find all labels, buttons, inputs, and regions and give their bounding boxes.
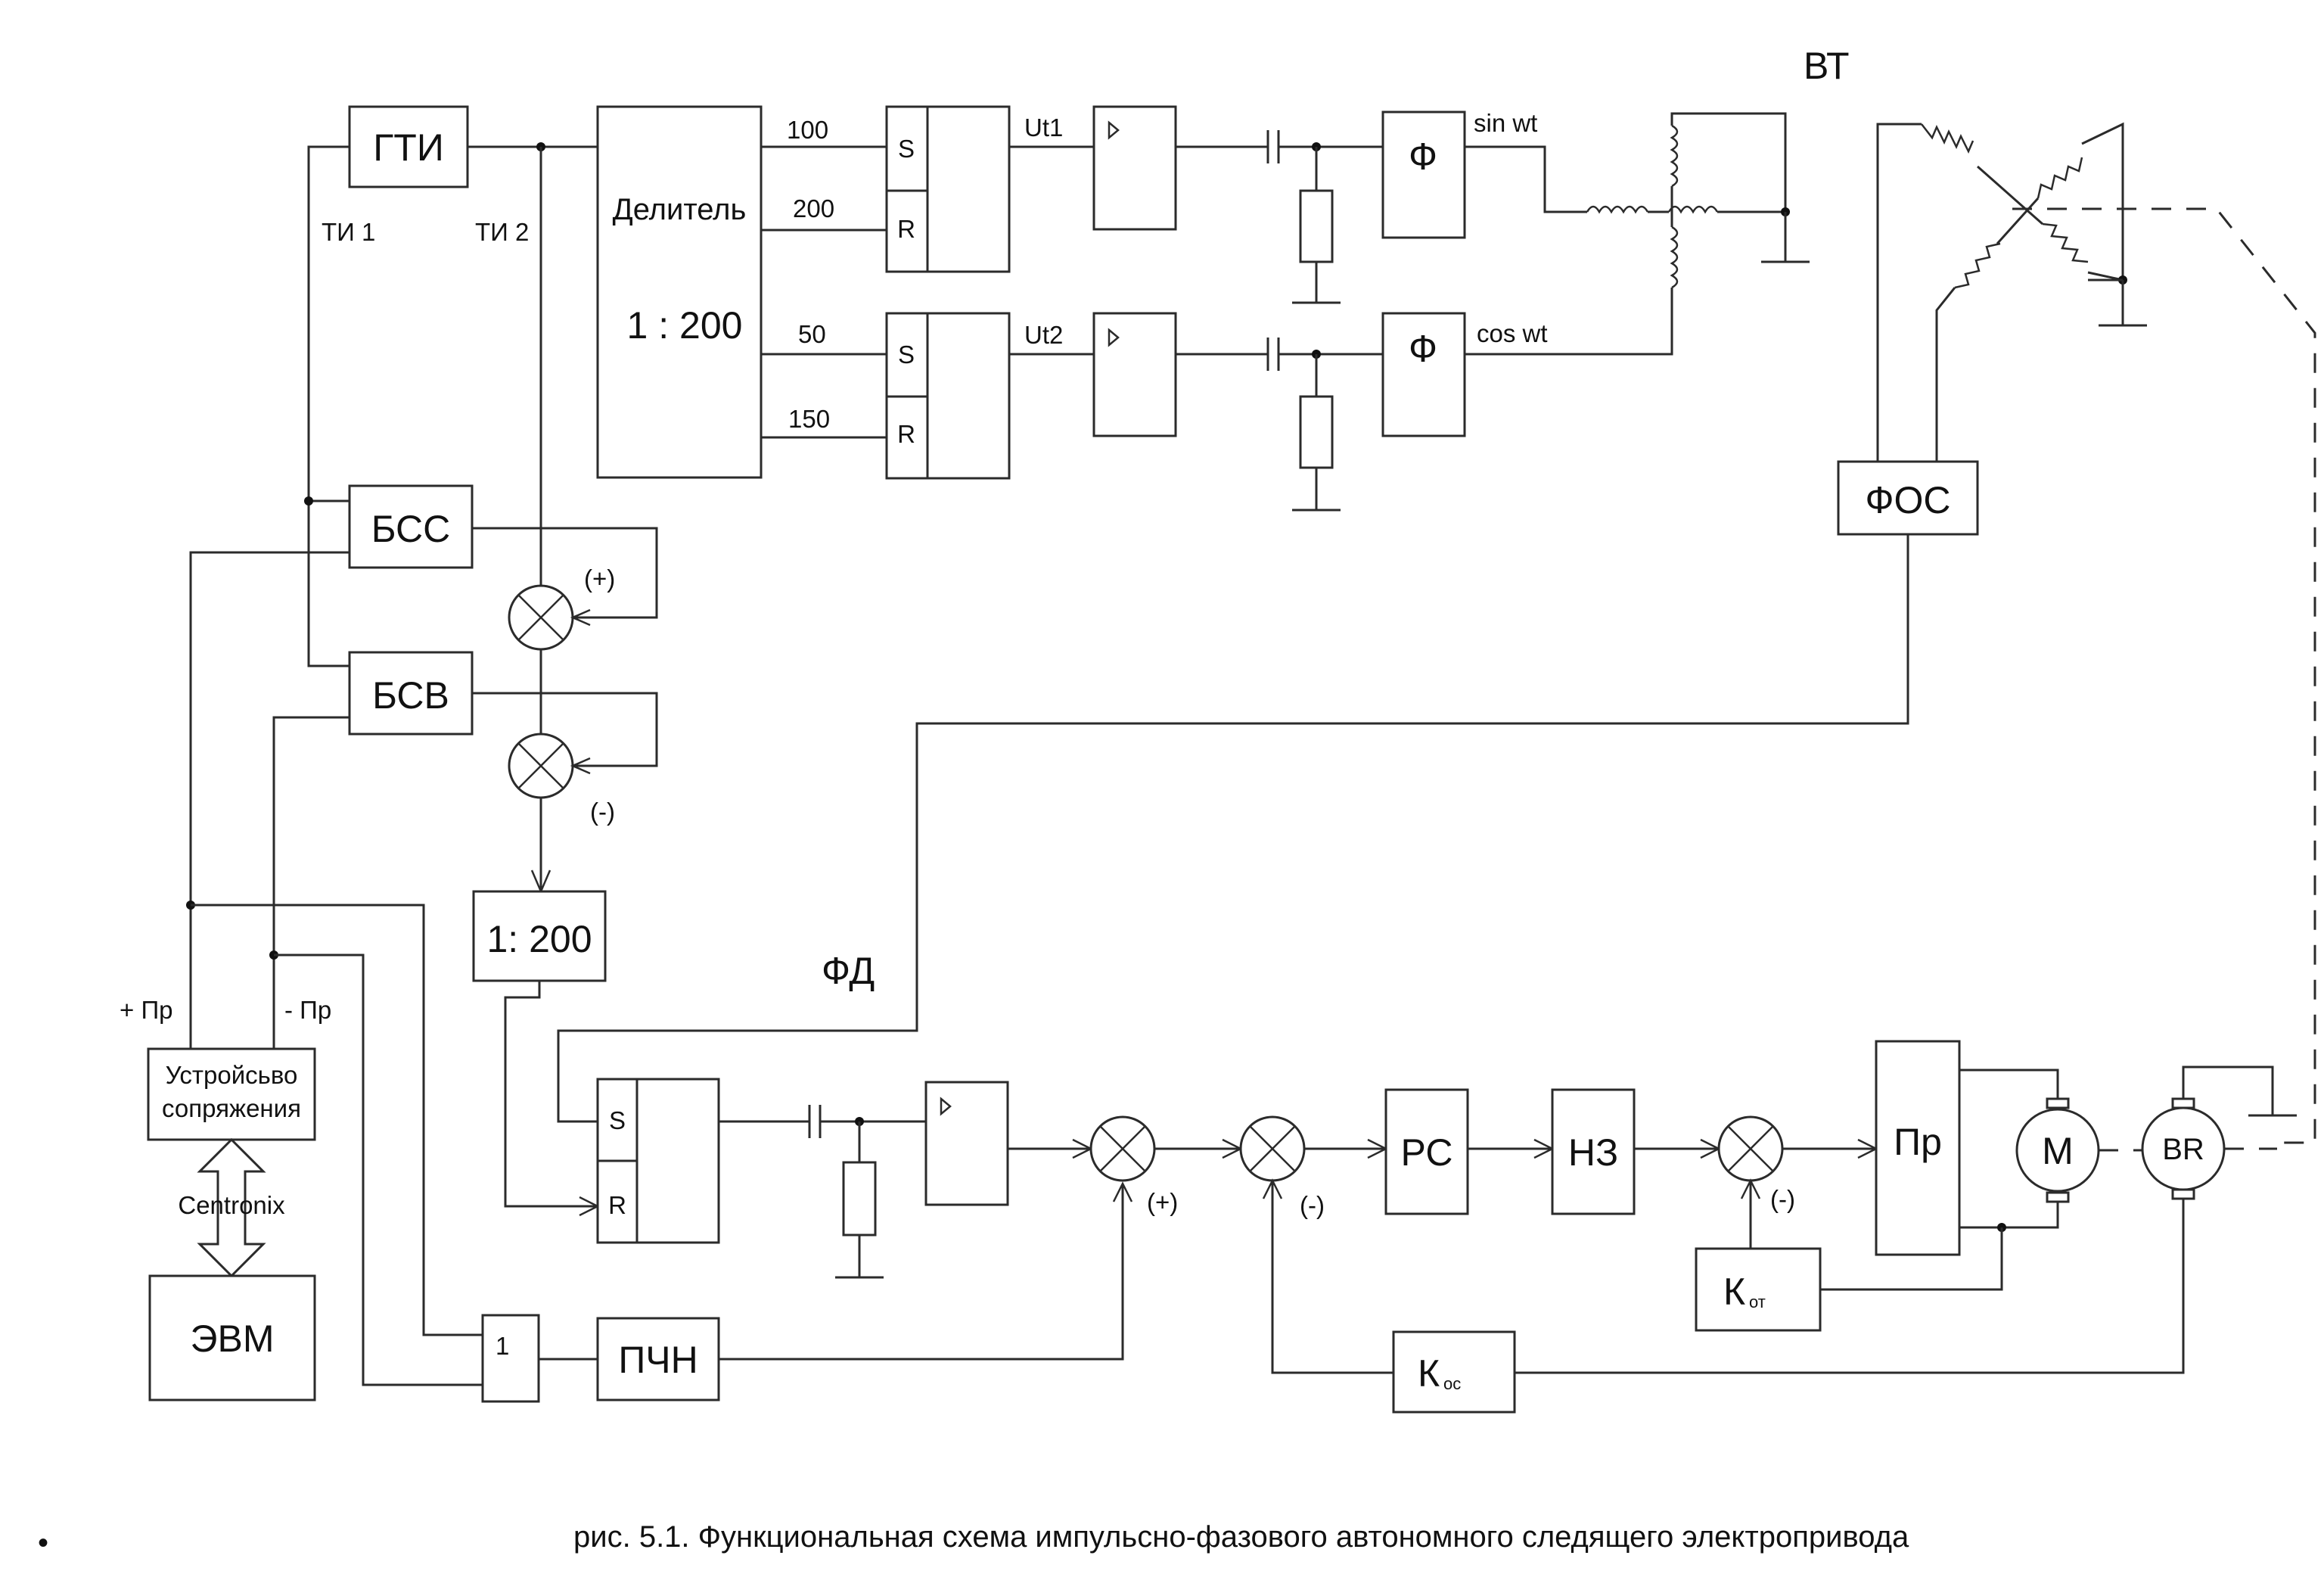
cos-label: cos wt [1477,319,1548,347]
gti-label: ГТИ [373,126,444,169]
interface-line2: сопряжения [162,1094,301,1122]
plus-pr-label: + Пр [120,996,173,1024]
trigger2-r: R [897,420,915,448]
rs-trigger-1 [885,105,1011,273]
trigger1-r: R [897,215,915,243]
k-ot-main: К [1723,1271,1745,1313]
computer-label: ЭВМ [191,1317,275,1360]
sum4-sign: (-) [1300,1191,1325,1219]
or-gate [481,1314,540,1403]
k-ot-block [1695,1247,1822,1332]
filter-1 [1381,110,1466,239]
rs-label: РС [1401,1131,1453,1174]
fos-label: ФОС [1865,479,1950,521]
resistor-2 [1299,395,1334,469]
amplifier-2 [1092,312,1177,437]
bss-label: БСС [371,508,450,550]
pchn-block [596,1317,720,1401]
divider-name: Делитель [613,193,747,226]
filter1-label: Ф [1409,135,1437,178]
amplifier-3 [924,1081,1009,1206]
sum3-sign: (+) [1147,1188,1178,1216]
n150-label: 150 [788,405,830,433]
divider-block [596,105,763,479]
n200-label: 200 [793,194,834,222]
caption-bullet: • [38,1526,48,1560]
sum5-sign: (-) [1770,1185,1795,1213]
divider-ratio: 1 : 200 [627,304,743,347]
ut2-label: Ut2 [1024,321,1063,349]
k-ot-sub: от [1749,1293,1766,1311]
ti2-label: ТИ 2 [475,218,529,246]
trigger2-s: S [898,341,915,369]
resistor-3 [842,1161,877,1237]
sum2-sign: (-) [590,798,615,826]
rs-block [1384,1088,1469,1215]
n100-label: 100 [787,116,828,144]
amplifier-1 [1092,105,1177,231]
nz-label: НЗ [1568,1131,1618,1174]
motor-label: М [2042,1130,2074,1172]
caption-text: рис. 5.1. Функциональная схема импульсно… [573,1520,1909,1554]
filter2-label: Ф [1409,328,1437,370]
computer-block [148,1274,316,1401]
k-os-main: К [1418,1352,1440,1395]
ti1-label: ТИ 1 [322,218,375,246]
pr-block [1875,1040,1961,1256]
bsv-label: БСВ [372,674,449,717]
interface-block [147,1047,316,1141]
interface-line1: Устройсьво [166,1061,298,1089]
centronix-label: Centronix [178,1191,285,1219]
n50-label: 50 [798,320,826,348]
trigger1-s: S [898,135,915,163]
filter-2 [1381,312,1466,437]
minus-pr-label: - Пр [284,996,331,1024]
pr-label: Пр [1894,1121,1942,1163]
ut1-label: Ut1 [1024,114,1063,142]
divider2-block [472,890,607,982]
resistor-1 [1299,189,1334,263]
br-label: BR [2162,1133,2204,1166]
sum1-sign: (+) [584,565,615,593]
fd-s: S [609,1106,626,1134]
fd-r: R [608,1191,626,1219]
k-os-sub: ос [1443,1374,1461,1393]
bsv-block [348,651,474,736]
sin-label: sin wt [1474,109,1537,137]
fd-label: ФД [822,950,875,992]
pchn-label: ПЧН [618,1339,698,1381]
k-os-block [1392,1330,1516,1414]
bt-label: ВТ [1804,45,1850,87]
bss-block [348,484,474,569]
or-gate-label: 1 [496,1332,509,1360]
nz-block [1551,1088,1636,1215]
divider2-label: 1: 200 [486,918,592,960]
